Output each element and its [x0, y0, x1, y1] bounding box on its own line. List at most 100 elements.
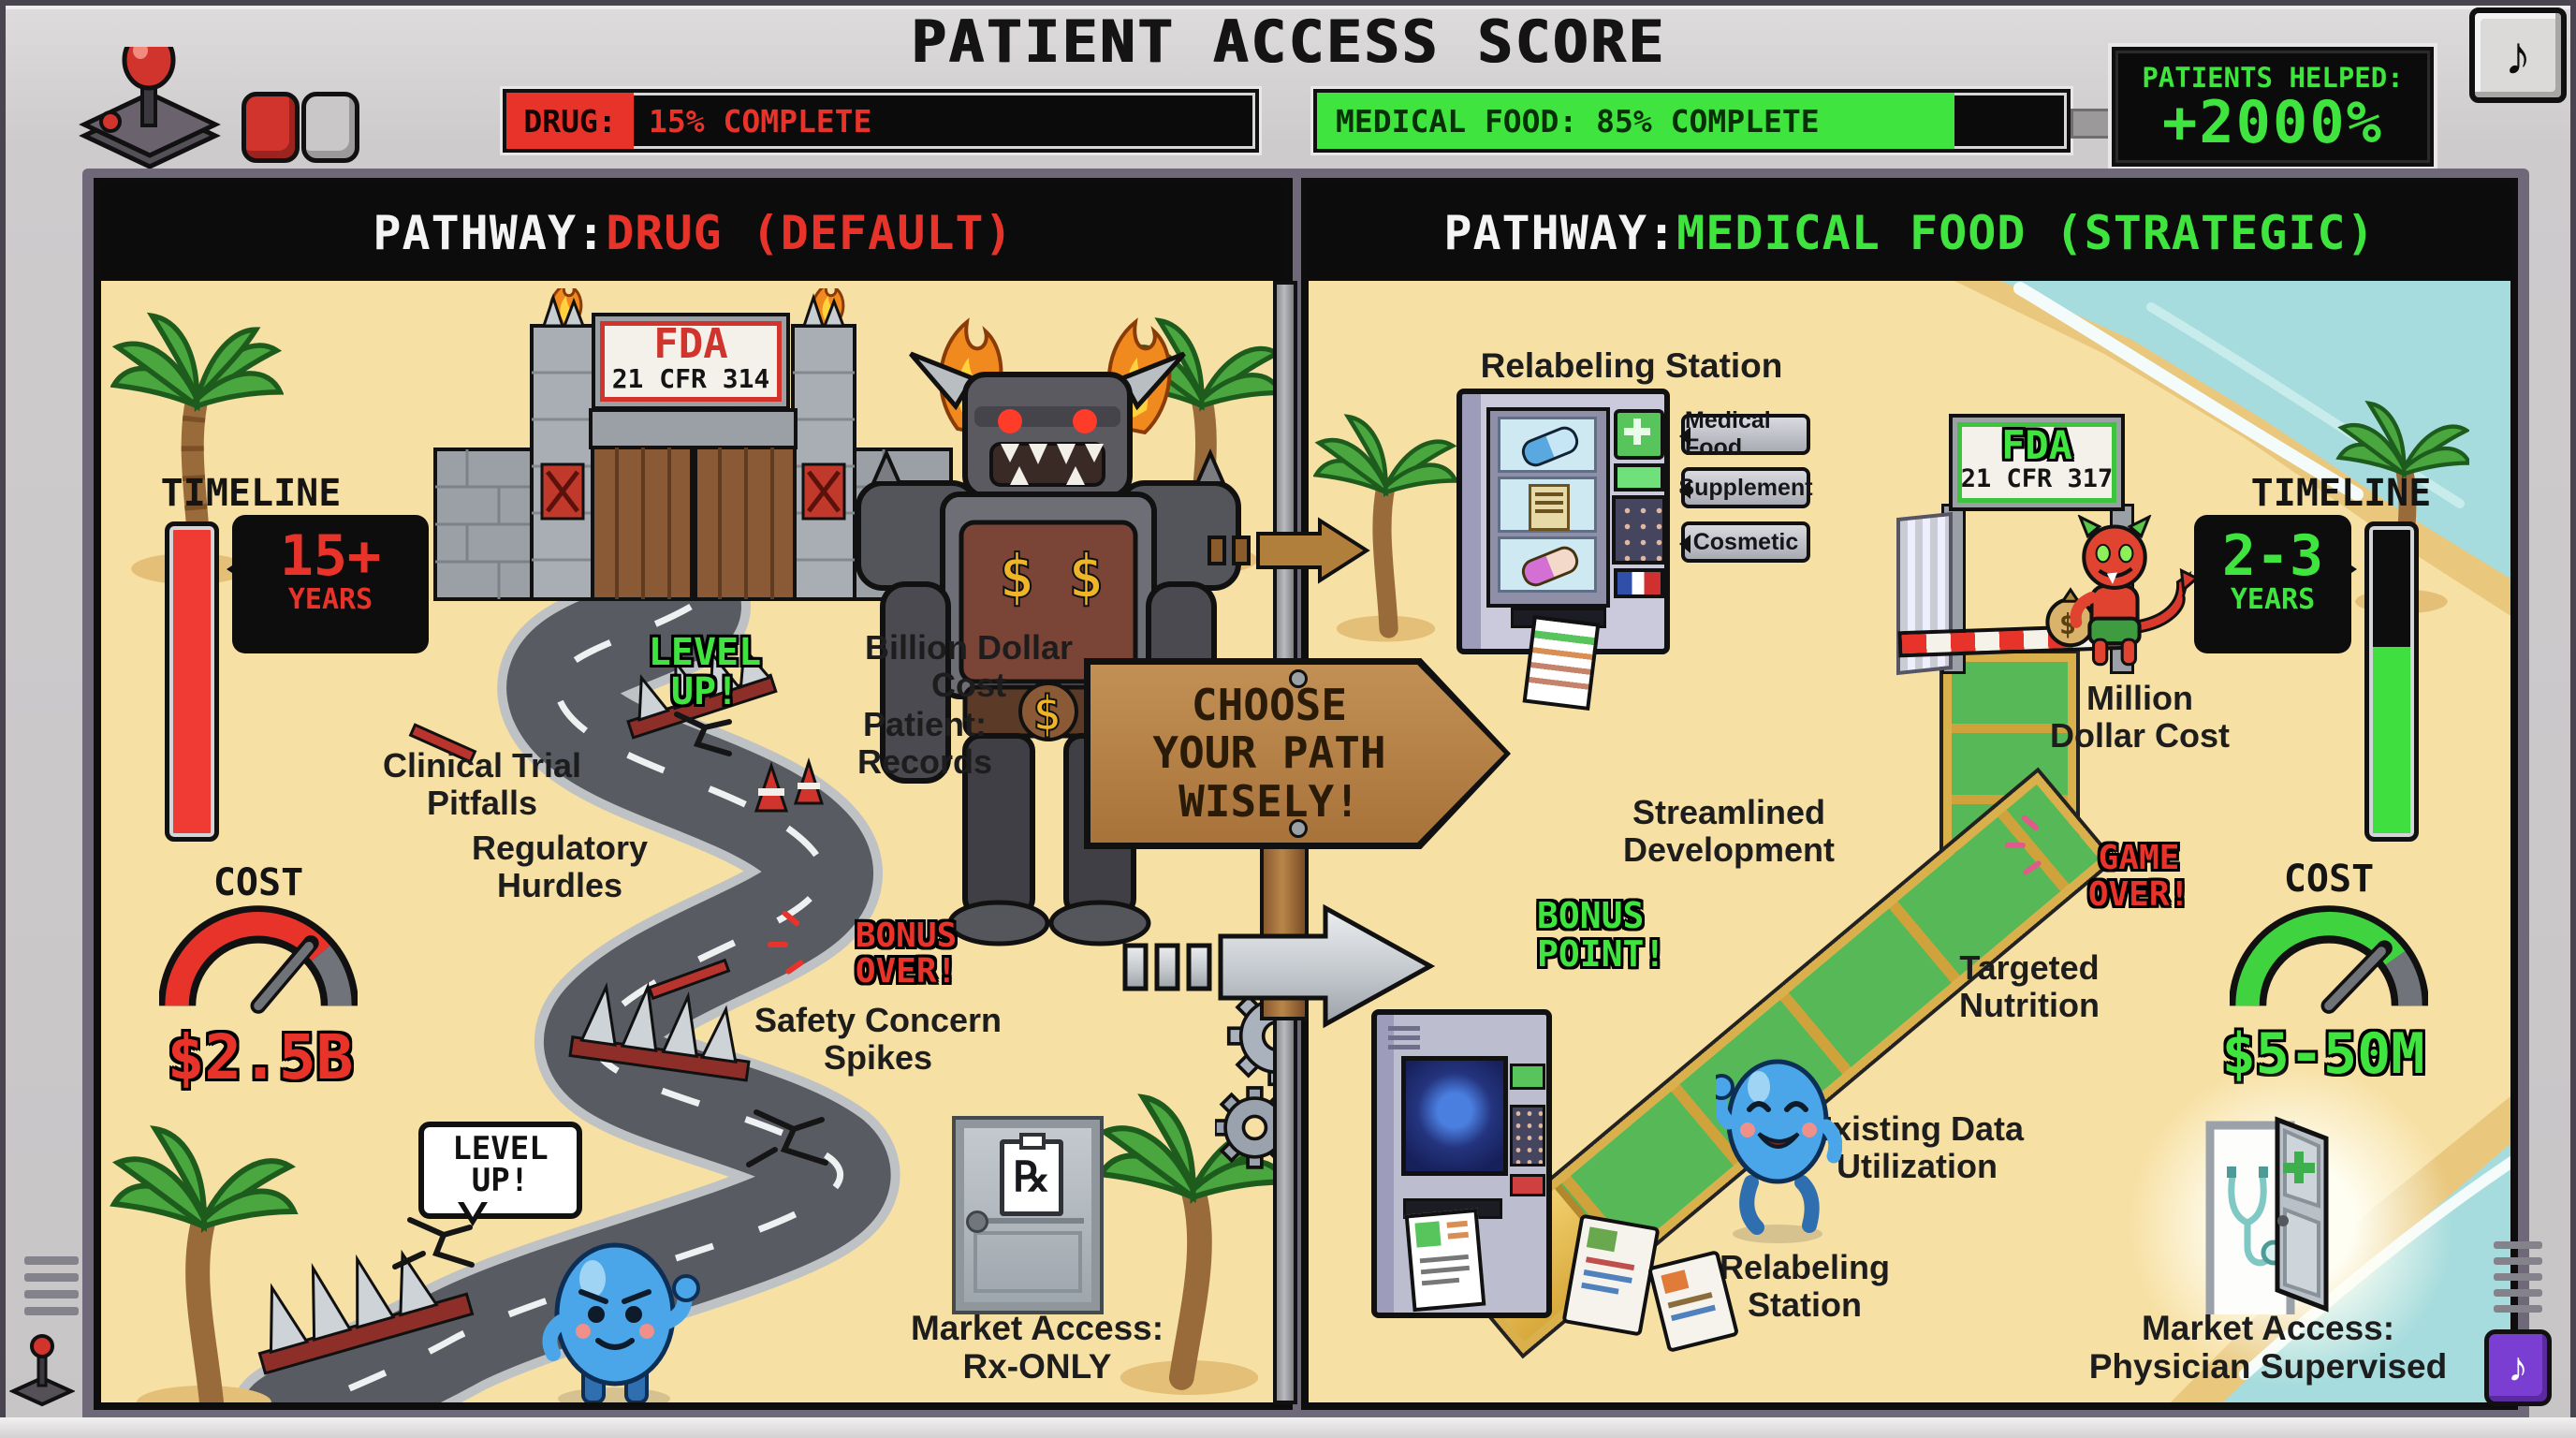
palm-tree — [110, 1125, 299, 1402]
music-button-top[interactable]: ♪ — [2469, 7, 2567, 103]
fda-castle-gate — [433, 288, 953, 601]
physician-door-open — [2205, 1116, 2329, 1314]
mf-timeline-bar — [2364, 521, 2419, 842]
atm-screen — [1401, 1056, 1508, 1176]
fda-sign-medical-food: FDA 21 CFR 317 — [1949, 414, 2125, 511]
spike-strip-1 — [626, 644, 778, 740]
medical-food-pathway-panel: PATHWAY: MEDICAL FOOD (STRATEGIC) — [1301, 178, 2518, 1410]
palm-tree — [1313, 414, 1458, 642]
boss-monster: $ $ $ — [856, 317, 1241, 946]
mf-timeline-badge: 2-3 YEARS — [2194, 515, 2357, 653]
rx-clipboard-icon: ℞ — [1000, 1133, 1063, 1216]
plus-button[interactable] — [1614, 409, 1664, 460]
fda-sign-line2: 21 CFR 314 — [611, 363, 770, 395]
fda-sign-line2: 21 CFR 317 — [1960, 464, 2114, 494]
bonus-over-text: BONUS OVER! — [855, 917, 958, 990]
relabeling-vending-machine — [1456, 389, 1670, 712]
drug-pathway-panel: PATHWAY: DRUG (DEFAULT) — [94, 178, 1293, 1410]
music-button-bottom[interactable]: ♪ — [2484, 1329, 2552, 1406]
pathway-prefix: PATHWAY: — [1443, 206, 1677, 260]
medical-food-progress-bar: MEDICAL FOOD: 85% COMPLETE — [1313, 89, 2071, 153]
drug-cost-value: $2.5B — [167, 1021, 354, 1093]
tag-cosmetic[interactable]: Cosmetic — [1679, 521, 1810, 563]
drug-timeline-unit: YEARS — [287, 583, 373, 616]
sign-line1: CHOOSE — [1191, 679, 1348, 730]
atm-red-button[interactable] — [1510, 1174, 1545, 1196]
choose-path-sign: CHOOSE YOUR PATH WISELY! — [1084, 658, 1511, 849]
level-up-road-text: LEVEL UP! — [648, 631, 762, 713]
pill-hero-running — [1716, 1059, 1842, 1243]
red-button-icon — [242, 92, 300, 163]
drug-pathway-header: PATHWAY: DRUG (DEFAULT) — [101, 185, 1285, 281]
bonus-point-text: BONUS POINT! — [1537, 895, 1666, 976]
spike-strip-2 — [568, 981, 751, 1082]
drug-cost-gauge — [159, 905, 358, 1014]
receipt — [1522, 614, 1601, 712]
drug-cost-label: COST — [212, 861, 304, 904]
boss-dollar-icon: $ — [999, 543, 1035, 612]
drug-timeline-label: TIMELINE — [160, 472, 342, 515]
traffic-cones — [408, 723, 825, 1001]
drug-timeline-badge: 15+ YEARS — [227, 515, 429, 653]
document-icon — [1529, 484, 1570, 531]
pill-hero-determined — [542, 1242, 700, 1402]
drug-road — [231, 547, 900, 1402]
road-cracks — [392, 712, 828, 1269]
mf-timeline-value: 2-3 — [2221, 523, 2324, 589]
medical-food-progress-fill — [1317, 93, 1954, 149]
level-up-speech-bubble: LEVEL UP! — [418, 1122, 582, 1226]
patient-records-label: Patient:Records — [856, 705, 993, 782]
tag-medical-food[interactable]: Medical Food — [1679, 407, 1810, 461]
mf-timeline-label: TIMELINE — [2250, 472, 2432, 515]
rx-door: ℞ — [956, 1120, 1100, 1311]
bezel-bottom-strip — [0, 1417, 2576, 1438]
page-title: PATIENT ACCESS SCORE — [910, 7, 1666, 76]
sign-line3: WISELY! — [1178, 775, 1360, 827]
patients-helped-value: +2000% — [2162, 88, 2383, 156]
boss-dollar-icon: $ — [1032, 686, 1061, 742]
capsule-blue-icon — [1517, 422, 1583, 471]
tag-supplement[interactable]: Supplement — [1678, 467, 1813, 508]
drug-progress-value: 15% COMPLETE — [649, 102, 872, 139]
mf-timeline-unit: YEARS — [2230, 583, 2316, 616]
medical-food-pathway-header: PATHWAY: MEDICAL FOOD (STRATEGIC) — [1309, 185, 2510, 281]
gray-button-icon — [301, 92, 359, 163]
mf-cost-label: COST — [2283, 858, 2375, 901]
fda-sign-line1: FDA — [653, 320, 728, 368]
pathway-prefix: PATHWAY: — [373, 206, 607, 260]
spike-strip-3 — [257, 1249, 475, 1375]
receipt — [1404, 1208, 1486, 1313]
game-over-text: GAME OVER! — [2087, 839, 2190, 914]
devil-character: $ — [2045, 515, 2200, 667]
drug-progress-fill — [506, 93, 634, 149]
joystick-icon — [79, 47, 221, 169]
medical-food-progress-text: MEDICAL FOOD: 85% COMPLETE — [1336, 102, 1820, 139]
fda-sign-line1: FDA — [2001, 422, 2072, 468]
big-path-arrow — [1122, 903, 1436, 1029]
drug-timeline-value: 15+ — [279, 523, 382, 589]
fda-sign-drug: FDA 21 CFR 314 — [592, 313, 790, 410]
boss-dollar-icon: $ — [1068, 543, 1105, 612]
atm-green-button[interactable] — [1510, 1064, 1545, 1090]
music-note-icon: ♪ — [2504, 24, 2532, 86]
drug-timeline-bar — [165, 521, 219, 842]
patients-helped-label: PATIENTS HELPED: — [2142, 62, 2404, 94]
drug-progress-bar: DRUG: 15% COMPLETE — [503, 89, 1259, 153]
drug-progress-label: DRUG: — [523, 102, 617, 139]
patients-helped-panel: PATIENTS HELPED: +2000% — [2112, 47, 2434, 167]
drug-pathway-name: DRUG (DEFAULT) — [606, 206, 1014, 260]
sign-line2: YOUR PATH — [1152, 727, 1386, 779]
medical-food-pathway-name: MEDICAL FOOD (STRATEGIC) — [1676, 206, 2376, 260]
relabeling-atm-machine — [1371, 1009, 1552, 1318]
small-path-arrow — [1208, 517, 1370, 584]
